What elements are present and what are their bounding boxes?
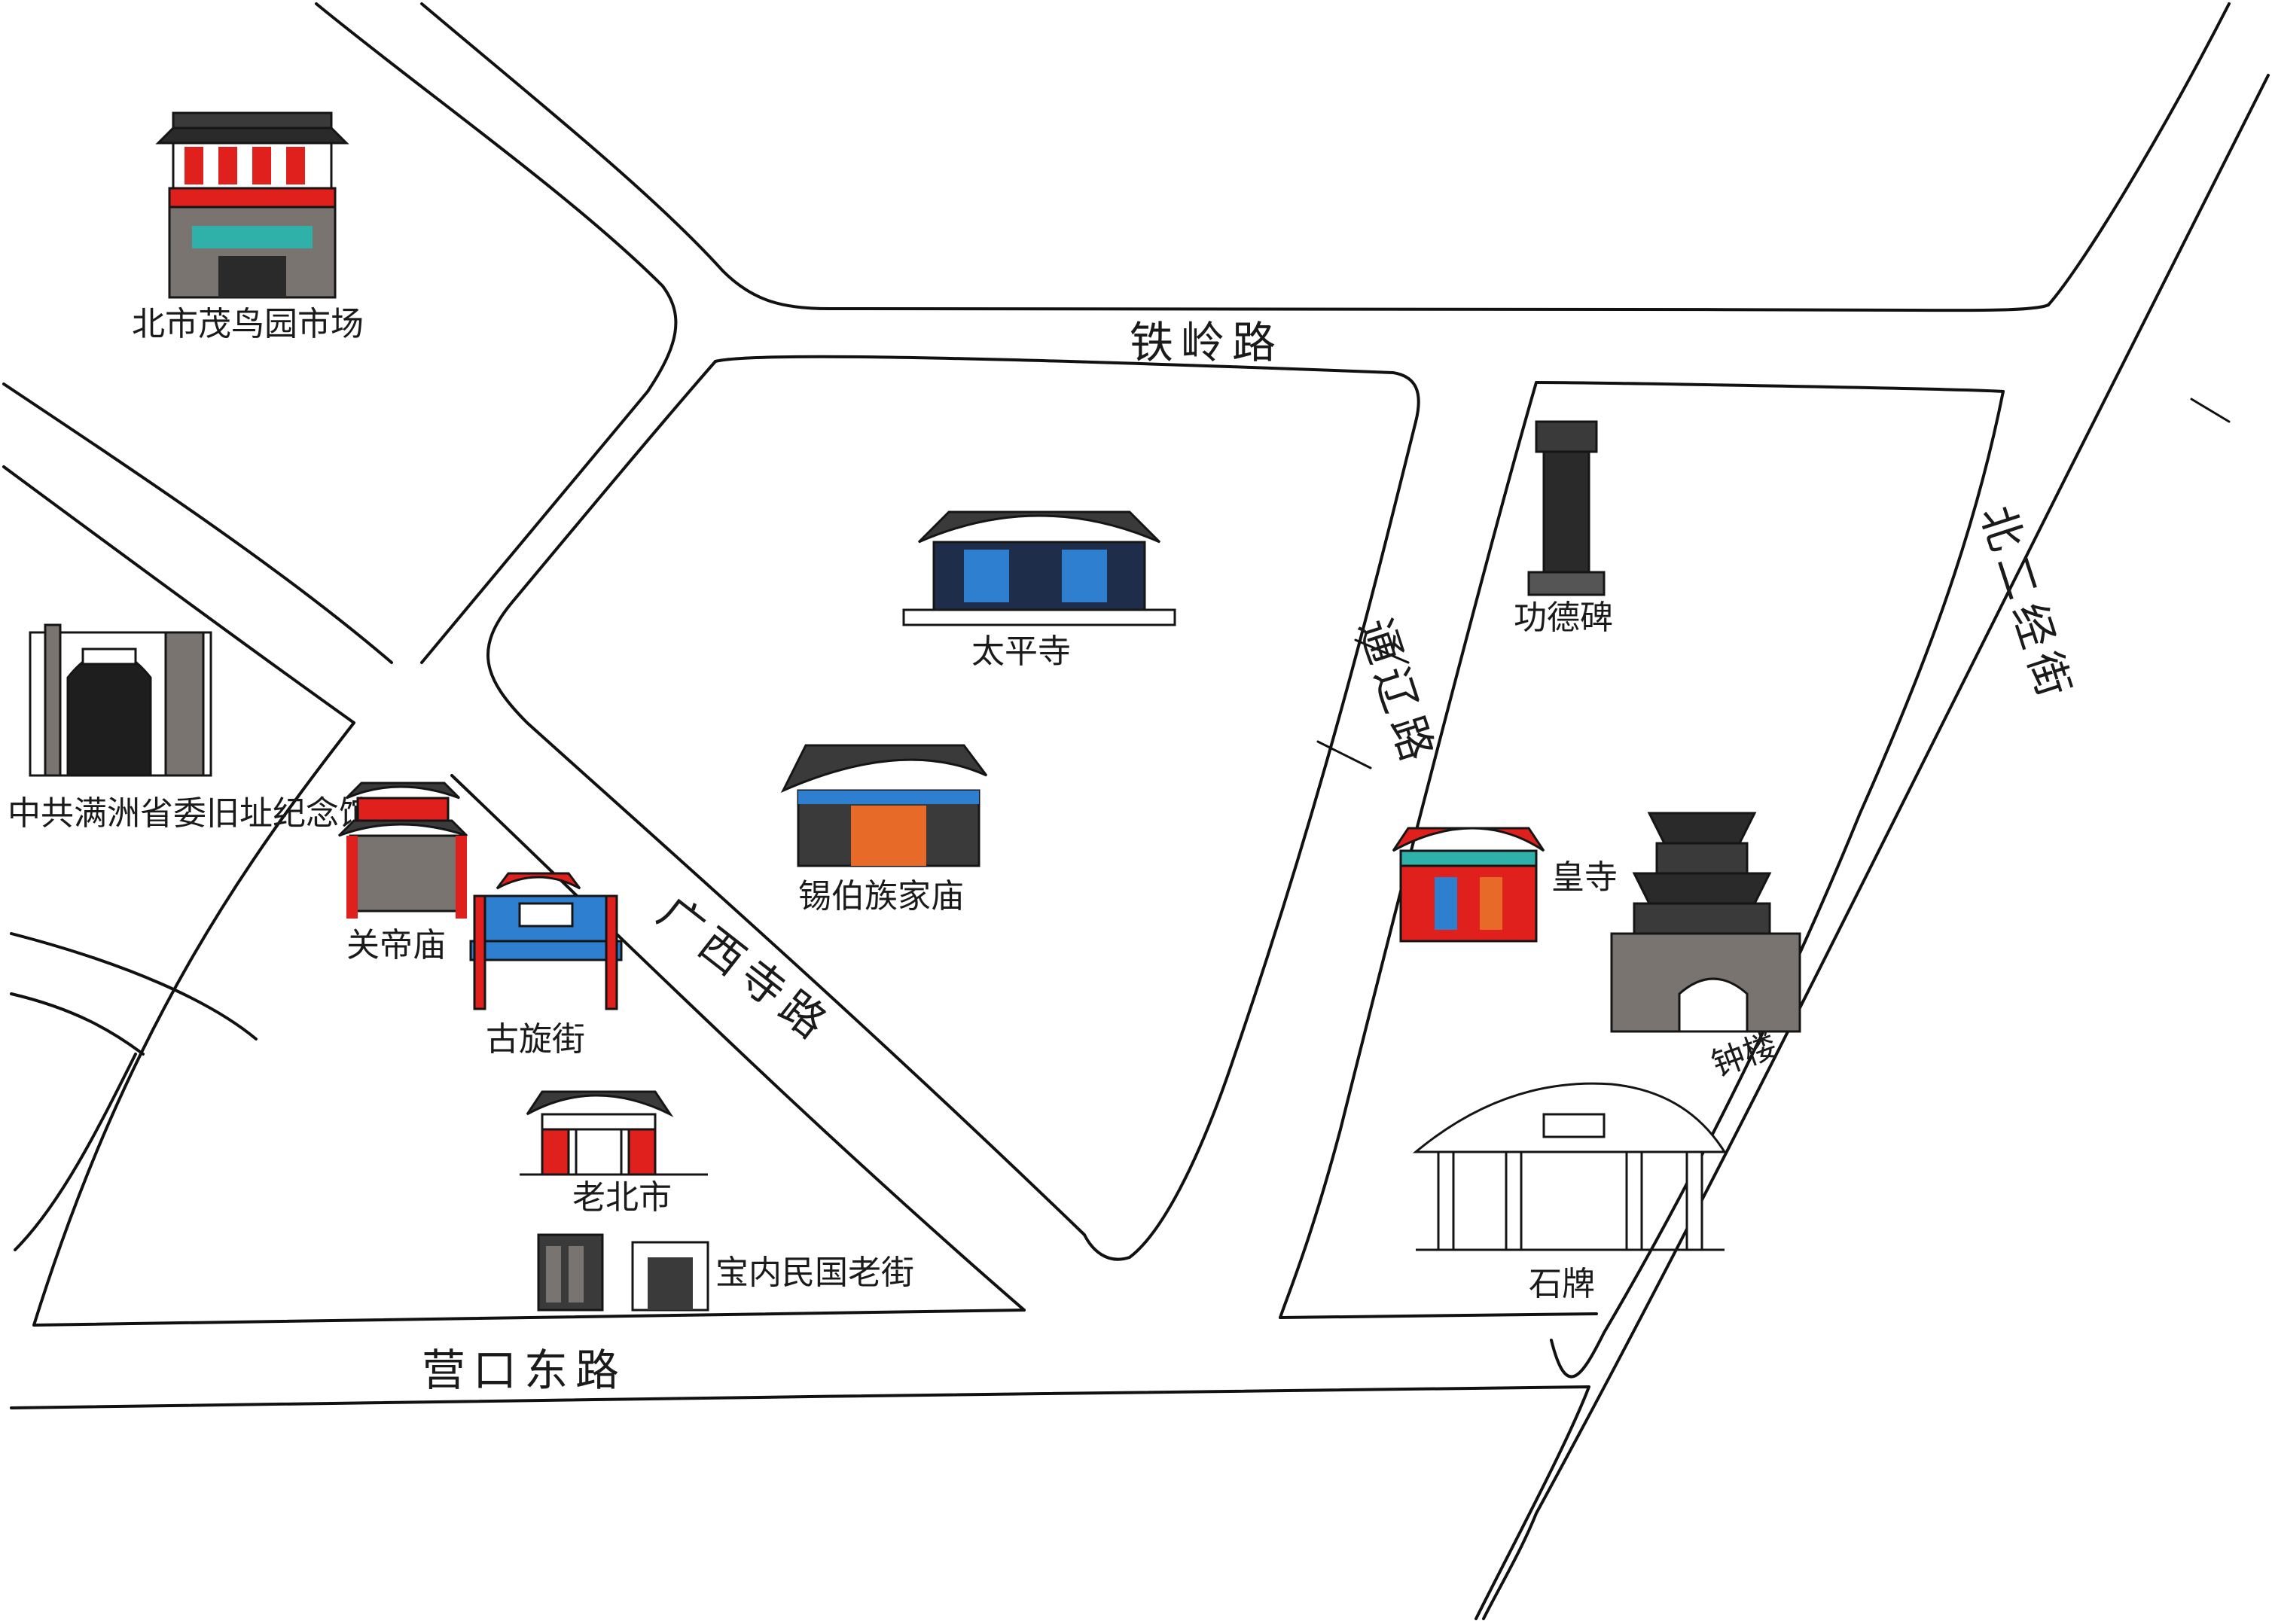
landmark-label-laobeishi: 老北市 (572, 1178, 672, 1217)
road-label-yingkou-east: 营口东路 (422, 1345, 627, 1396)
landmark-label-party-site: 中共满洲省委旧址纪念馆 (8, 794, 372, 833)
road-label-tongliao: 通辽路 (1349, 612, 1446, 774)
road-edge (14, 1053, 137, 1251)
memorial-hall-icon (29, 623, 212, 777)
paifang-gate-icon (1412, 1082, 1727, 1251)
landmark-label-minguo-street: 宝内民国老街 (715, 1254, 914, 1292)
bell-tower-icon (1610, 812, 1801, 1033)
road-edge (420, 2, 830, 310)
road-edge (827, 303, 2050, 312)
road-tick (1354, 638, 1410, 664)
landmark-label-guandi-temple: 关帝庙 (346, 926, 446, 964)
road-edge (10, 932, 258, 1041)
landmark-label-taiping-temple: 太平寺 (971, 632, 1071, 671)
road-tick (2190, 398, 2231, 423)
road-edge (10, 1385, 1590, 1620)
landmark-label-huangsi: 皇寺 (1551, 858, 1618, 897)
stele-icon (1527, 420, 1606, 596)
road-edge (2, 382, 393, 664)
paifang-gate-icon (469, 872, 623, 1010)
road-edge (10, 992, 145, 1056)
road-edge (1083, 420, 1417, 1261)
road-edge (2, 465, 355, 724)
road-edge (1279, 1312, 1598, 1319)
memorial-hall-icon (537, 1233, 709, 1312)
road-edge (2047, 2, 2231, 306)
road-edge (450, 774, 1026, 1312)
landmark-label-zhonglou: 钟楼 (1706, 1025, 1782, 1084)
temple-icon (337, 782, 468, 919)
temple-icon (520, 1090, 708, 1176)
road-edge (1550, 390, 2005, 1379)
temple-icon (1392, 827, 1545, 943)
road-edge (315, 2, 678, 664)
landmark-label-beishi-theater: 北市茂鸟园市场 (132, 305, 364, 343)
road-edge (1279, 381, 1538, 1319)
landmark-label-xibo-temple: 锡伯族家庙 (798, 877, 964, 916)
road-edge (486, 360, 1086, 1236)
landmark-label-gongde-stele: 功德碑 (1514, 599, 1613, 637)
road-edge (1482, 74, 2270, 1620)
temple-icon (902, 510, 1176, 626)
landmark-label-ancient-street: 古旋街 (486, 1020, 585, 1059)
temple-icon (780, 744, 988, 867)
road-label-tieling: 铁岭路 (1130, 317, 1283, 368)
landmark-label-paifang: 石牌 (1529, 1265, 1595, 1303)
road-tick (1316, 740, 1372, 769)
road-label-beiersjing: 北二经街 (1971, 499, 2083, 710)
theater-building-icon (155, 111, 349, 299)
road-edge (32, 721, 1026, 1327)
road-edge (1535, 381, 2005, 393)
road-edge (714, 355, 1420, 423)
